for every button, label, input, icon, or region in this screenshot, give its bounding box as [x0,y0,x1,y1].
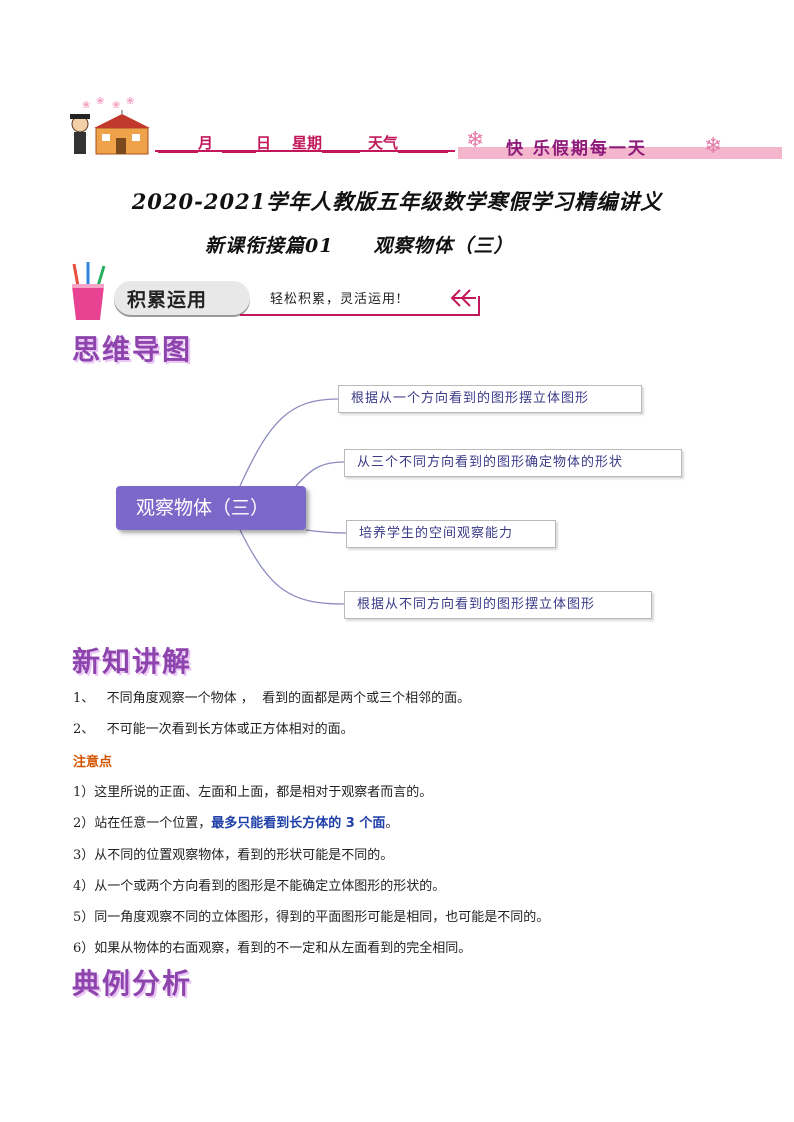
banner-subtitle: 轻松积累，灵活运用! [270,292,403,307]
header-pink-band [458,147,782,159]
banner-label: 积累运用 [127,289,208,311]
date-month-field[interactable]: 月 [158,132,213,153]
double-arrow-left-icon [450,289,476,307]
note-suffix: 。 [385,816,399,831]
day-blank [222,138,256,153]
section-heading-knowledge: 新知讲解 [72,645,193,678]
header-underline [155,150,455,152]
knowledge-item: 2、 不可能一次看到长方体或正方体相对的面。 [73,722,354,737]
student-school-icon [70,110,150,155]
weather-blank [398,138,449,153]
weather-field[interactable]: 天气 [368,132,449,153]
date-day-field[interactable]: 日 [222,132,271,153]
banner-pill [114,281,250,315]
mindmap-node: 培养学生的空间观察能力 [346,520,556,548]
banner-underline [240,314,480,316]
document-title: 2020-2021学年人教版五年级数学寒假学习精编讲义 [131,189,663,214]
weekday-blank [322,138,361,153]
banner-underline-end [478,296,480,316]
header-slogan: 快 乐假期每一天 [506,139,647,159]
weekday-field[interactable]: 星期 [292,132,361,153]
mindmap-node: 从三个不同方向看到的图形确定物体的形状 [344,449,682,477]
document-subtitle: 新课衔接篇01 观察物体（三） [205,235,514,257]
mindmap-center-node: 观察物体（三） [116,486,306,530]
snowflake-icon: ❄ [704,134,723,159]
weather-label: 天气 [368,134,399,152]
mindmap-node: 根据从不同方向看到的图形摆立体图形 [344,591,652,619]
decor-dot: ❀ [96,96,105,107]
day-label: 日 [256,134,272,152]
note-prefix: 2）站在任意一个位置， [73,816,212,831]
month-blank [158,138,198,153]
weekday-label: 星期 [292,134,323,152]
decor-dot: ❀ [82,100,91,111]
note-item: 3）从不同的位置观察物体，看到的形状可能是不同的。 [73,848,394,863]
snowflake-icon: ❄ [466,128,485,153]
decor-dot: ❀ [112,100,121,111]
note-item-highlight: 2）站在任意一个位置，最多只能看到长方体的 3 个面。 [73,812,398,831]
note-item: 6）如果从物体的右面观察，看到的不一定和从左面看到的完全相同。 [73,941,472,956]
note-title: 注意点 [73,755,113,770]
section-heading-mindmap: 思维导图 [72,333,193,366]
pencil-cup-icon [72,262,106,320]
mindmap-node: 根据从一个方向看到的图形摆立体图形 [338,385,642,413]
knowledge-item: 1、 不同角度观察一个物体 ， 看到的面都是两个或三个相邻的面。 [73,691,471,706]
note-item: 1）这里所说的正面、左面和上面，都是相对于观察者而言的。 [73,785,433,800]
month-label: 月 [198,134,214,152]
decor-dot: ❀ [126,96,135,107]
section-heading-examples: 典例分析 [72,967,193,1000]
note-item: 4）从一个或两个方向看到的图形是不能确定立体图形的形状的。 [73,879,446,894]
note-highlight: 最多只能看到长方体的 3 个面 [211,816,386,831]
note-item: 5）同一角度观察不同的立体图形，得到的平面图形可能是相同，也可能是不同的。 [73,910,550,925]
